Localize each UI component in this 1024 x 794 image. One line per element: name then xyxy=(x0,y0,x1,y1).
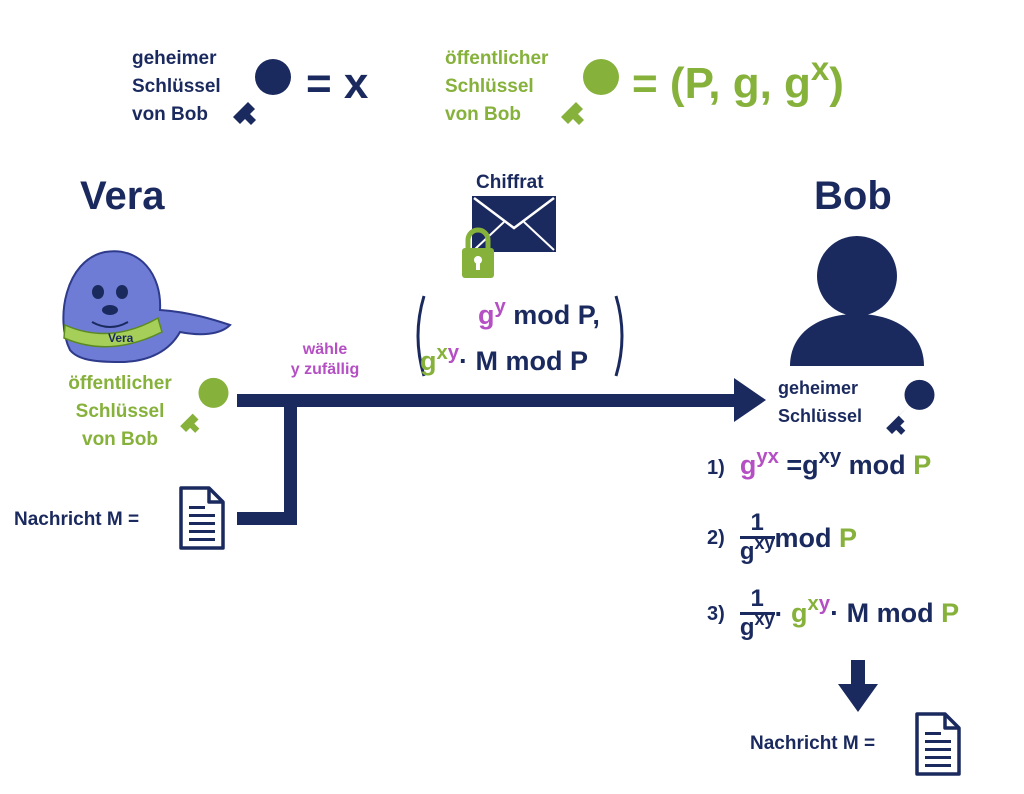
step1-eq: =g xyxy=(786,450,819,480)
c1-base: g xyxy=(478,300,495,330)
step1-p: P xyxy=(913,450,932,480)
step1-exp: yx xyxy=(756,445,779,468)
c2-dot: · xyxy=(459,346,469,376)
public-key-eq-end: ) xyxy=(829,59,844,108)
private-key-label: geheimer Schlüssel von Bob xyxy=(132,45,221,129)
c1-rest: mod P xyxy=(513,300,593,330)
public-key-eq-sup: x xyxy=(810,49,830,87)
seal-scarf-text: Vera xyxy=(108,331,134,345)
step3-frac-num: 1 xyxy=(739,586,775,615)
step3-dot2: · xyxy=(830,597,840,628)
public-key-eq-start: = (P, g, g xyxy=(632,59,811,108)
vera-public-key-label: öffentlicher Schlüssel von Bob xyxy=(60,370,180,454)
ciphertext-label: Chiffrat xyxy=(476,172,544,193)
ciphertext-bracket-left xyxy=(416,295,426,377)
step3-rest: M mod xyxy=(846,597,934,628)
step1-number: 1) xyxy=(707,457,725,479)
choose-random-label: wähle y zufällig xyxy=(270,340,380,380)
step3-g: g xyxy=(791,597,808,628)
bob-name: Bob xyxy=(814,174,892,218)
c2-base: g xyxy=(420,346,437,376)
ciphertext-bracket-right xyxy=(614,295,624,377)
bob-secret-key-icon xyxy=(886,379,935,435)
step3-number: 3) xyxy=(707,603,725,625)
c2-exp-y: y xyxy=(447,341,460,364)
step1-mod: mod xyxy=(848,450,906,480)
bob-result-label: Nachricht M = xyxy=(750,733,876,754)
vera-public-key-label-line1: öffentlicher xyxy=(68,373,172,394)
step2-p: P xyxy=(839,523,858,553)
decrypt-step-1: 1) gyx =gxy mod P xyxy=(707,446,932,483)
step2-frac-num: 1 xyxy=(739,510,775,539)
public-key-label: öffentlicher Schlüssel von Bob xyxy=(445,45,548,129)
step3-exp-x: x xyxy=(807,593,819,616)
step2-number: 2) xyxy=(707,527,725,549)
c2-rest: M mod P xyxy=(475,346,589,376)
vera-message-label: Nachricht M = xyxy=(14,509,140,530)
choose-random-line1: wähle xyxy=(302,341,348,358)
seal-mascot-icon: Vera xyxy=(62,250,232,364)
private-key-label-line1: geheimer xyxy=(132,48,217,69)
vera-public-key-label-line2: Schlüssel xyxy=(75,401,165,422)
step3-exp-y: y xyxy=(818,593,831,616)
private-key-label-line3: von Bob xyxy=(132,104,208,125)
ciphertext-component-2: gxy· M mod P xyxy=(420,342,589,379)
bob-secret-key-label: geheimer Schlüssel xyxy=(778,374,862,430)
step3-p: P xyxy=(941,597,960,628)
step2-mod: mod xyxy=(774,523,832,553)
step2-frac-den-exp: xy xyxy=(754,533,775,554)
vera-name: Vera xyxy=(80,174,165,218)
step2-frac-den-base: g xyxy=(739,538,755,565)
bob-secret-key-label-line1: geheimer xyxy=(778,378,859,398)
choose-random-line2: y zufällig xyxy=(290,361,360,378)
private-key-equation: = x xyxy=(306,59,369,108)
bob-document-icon xyxy=(915,712,961,776)
c2-exp-x: x xyxy=(436,341,448,364)
lock-icon xyxy=(462,227,494,278)
public-key-label-line2: Schlüssel xyxy=(445,76,534,97)
step3-frac-den-base: g xyxy=(739,614,755,641)
step3-dot: · xyxy=(774,599,784,629)
c1-sep: , xyxy=(592,300,600,330)
bob-secret-key-label-line2: Schlüssel xyxy=(778,406,863,426)
public-key-equation: = (P, g, gx) xyxy=(632,50,844,109)
public-key-label-line3: von Bob xyxy=(445,104,521,125)
step1-base: g xyxy=(739,450,757,480)
person-avatar-icon xyxy=(790,236,924,366)
c1-exp: y xyxy=(494,295,506,318)
private-key-label-line2: Schlüssel xyxy=(132,76,221,97)
ciphertext-component-1: gy mod P, xyxy=(478,296,600,333)
step1-exp2: xy xyxy=(818,445,842,468)
vera-public-key-label-line3: von Bob xyxy=(82,429,158,450)
result-down-arrow xyxy=(838,660,878,712)
public-key-label-line1: öffentlicher xyxy=(445,48,549,69)
step3-frac-den-exp: xy xyxy=(754,609,775,630)
